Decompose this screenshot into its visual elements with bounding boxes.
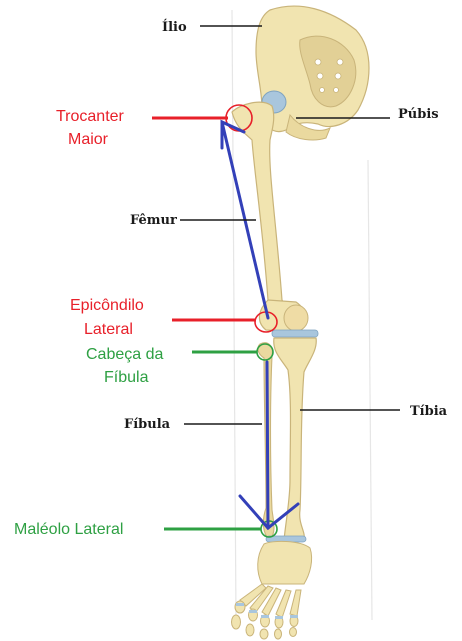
- patella: [284, 305, 308, 331]
- knee-cartilage: [272, 330, 318, 337]
- label-pubis: Púbis: [398, 107, 439, 122]
- label-trocanter-line1: Trocanter: [56, 108, 125, 125]
- label-fibula: Fíbula: [124, 417, 171, 432]
- label-epicondilo-line1: Epicôndilo: [70, 297, 144, 314]
- label-ilio: Ílio: [162, 19, 187, 35]
- label-cabeca-line1: Cabeça da: [86, 346, 163, 363]
- foot-bones: [232, 541, 312, 639]
- label-maleolo: Maléolo Lateral: [14, 521, 123, 538]
- label-tibia: Tíbia: [410, 404, 448, 419]
- label-epicondilo-line2: Lateral: [84, 321, 133, 338]
- label-trocanter-line2: Maior: [68, 131, 109, 148]
- tibia-bone: [274, 338, 317, 540]
- label-femur: Fêmur: [130, 213, 177, 228]
- label-cabeca-line2: Fíbula: [104, 369, 149, 386]
